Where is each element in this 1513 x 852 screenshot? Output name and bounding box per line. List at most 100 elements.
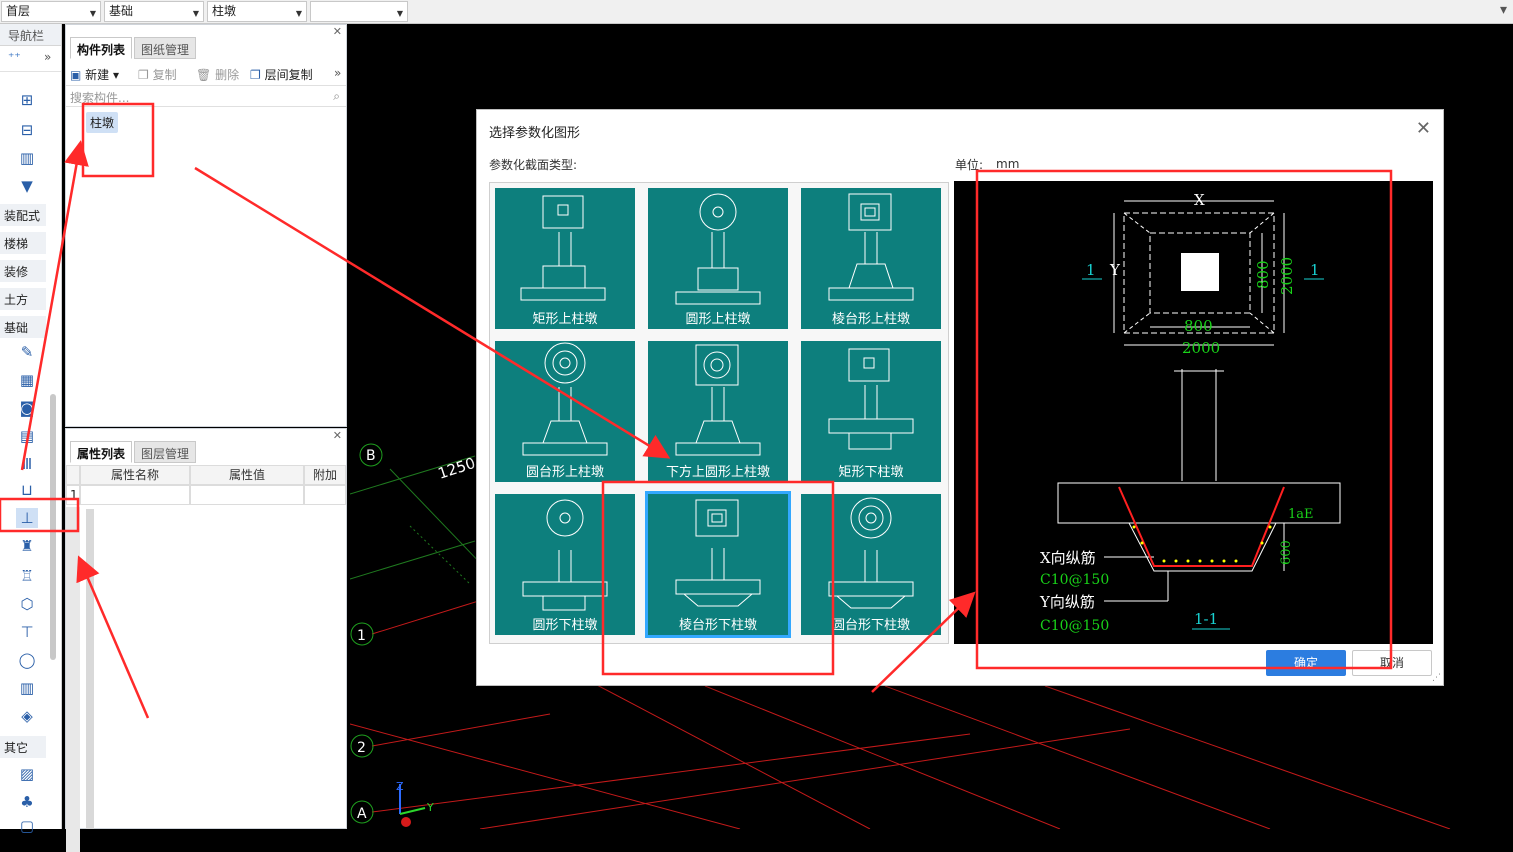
shape-tile-cone-up[interactable]: 圆台形上柱墩 [495,341,635,482]
frame-icon[interactable]: ▢ [19,817,35,835]
floor-copy-button-label: 层间复制 [264,68,313,82]
pile-icon[interactable]: Ⅲ [21,455,33,473]
pit-icon[interactable]: ⊔ [21,481,33,499]
nav-section-foundation-label: 基础 [4,321,29,335]
floor-select[interactable]: 首层▼ [1,1,101,22]
nav-section-stairs-label: 楼梯 [4,237,29,251]
shape-tile-circle-up[interactable]: 圆形上柱墩 [648,188,788,329]
shape-tile-rect-up[interactable]: 矩形上柱墩 [495,188,635,329]
table-cell[interactable] [190,485,304,505]
column-icon[interactable]: ⊞ [20,91,34,109]
expand-icon[interactable]: ⁺⁺ [8,50,21,64]
cancel-button[interactable]: 取消 [1352,650,1432,676]
search-icon[interactable]: ⌕ [333,89,340,103]
column-pier-icon[interactable]: ⊥ [16,508,38,528]
plant-icon[interactable]: ♣ [20,793,34,811]
property-scrollbar[interactable] [86,509,94,829]
list-item[interactable]: 柱墩 [86,112,119,133]
nav-header-label: 导航栏 [8,29,45,43]
depth-label: 600 [1279,540,1294,565]
pile-cap-icon[interactable]: ◙ [19,399,35,417]
close-icon[interactable]: ✕ [332,429,342,442]
search-input[interactable]: 搜索构件... ⌕ [66,87,346,107]
pedestal-alt-icon[interactable]: ♖ [20,567,34,585]
funnel-icon[interactable]: ▼ [21,177,33,195]
tab-drawing-manage[interactable]: 图纸管理 [134,37,196,59]
resize-grip-icon[interactable]: ⋰ [1432,673,1441,683]
shape-tile-caption: 棱台形上柱墩 [831,312,910,327]
axis-z-label: Z [396,780,404,793]
dim-800-vertical: 800 [1254,260,1272,289]
fence-icon[interactable]: ▥ [19,679,35,697]
cylinder-icon[interactable]: ◯ [18,651,36,669]
copy-button[interactable]: ❐ 复制 [138,66,177,83]
axis-label-b: B [366,448,376,464]
new-button-label: 新建 [85,68,110,82]
nav-section-stairs[interactable]: 楼梯 [0,232,46,254]
column-header-label: 附加 [312,468,337,482]
circle-up-icon [675,193,761,305]
axis-label-1: 1 [357,628,366,644]
wall-icon[interactable]: ▥ [19,149,35,167]
row-gutter [66,507,80,852]
new-button[interactable]: ▣ 新建 ▾ [70,68,120,82]
shape-tile-caption: 矩形上柱墩 [532,312,598,327]
delete-button[interactable]: 🗑 删除 [196,66,239,83]
shape-tile-rect-down[interactable]: 矩形下柱墩 [801,341,941,482]
nav-section-foundation[interactable]: 基础 [0,316,46,338]
column-header: 附加 [304,465,346,485]
dim-2000-vertical: 2000 [1278,257,1296,295]
ok-button[interactable]: 确定 [1266,650,1346,676]
component-toolbar: ▣ 新建 ▾ ❐ 复制 🗑 删除 ❐ 层间复制 » [66,62,346,86]
component-list-panel: ✕ 构件列表 图纸管理 ▣ 新建 ▾ ❐ 复制 🗑 删除 ❐ 层间复制 » 搜索… [65,24,347,427]
nav-section-earthwork-label: 土方 [4,293,29,307]
dialog-title: 选择参数化图形 [489,126,581,141]
nav-section-other[interactable]: 其它 [0,736,46,758]
more-icon[interactable]: » [334,66,342,80]
column-cap-icon[interactable]: ⊟ [20,121,34,139]
close-icon[interactable]: ✕ [332,25,342,38]
table-cell[interactable] [80,485,190,505]
column-header-label: 属性名称 [110,468,159,482]
navigation-bar: 导航栏 ⁺⁺ » ⊞ ⊟ ▥ ▼ 装配式 楼梯 装修 土方 基础 ✎ ▦ ◙ ▤… [0,24,62,835]
row-index: 1 [66,485,80,505]
close-icon[interactable]: ✕ [1415,118,1431,139]
tab-property-list[interactable]: 属性列表 [70,441,132,463]
x-bar-label: X向纵筋 [1040,549,1096,567]
section-type-label: 参数化截面类型: [489,158,578,172]
cube-icon[interactable]: ⬡ [20,595,34,613]
unit-value: mm [996,157,1020,171]
nav-scrollbar[interactable] [50,394,56,660]
table-cell[interactable] [304,485,346,505]
tab-layer-manage[interactable]: 图层管理 [134,441,196,463]
type-select[interactable]: 柱墩▼ [207,1,307,22]
shape-tile-sq-circle-up[interactable]: 下方上圆形上柱墩 [648,341,788,482]
dim-800-horizontal: 800 [1184,317,1213,335]
box-icon[interactable]: ◈ [21,707,33,725]
floor-copy-button[interactable]: ❐ 层间复制 [250,66,313,83]
shape-tile-cone-down[interactable]: 圆台形下柱墩 [801,494,941,635]
strip-icon[interactable]: ▤ [19,427,35,445]
pencil-icon[interactable]: ✎ [20,343,34,361]
pin-icon[interactable]: ▾ [1499,2,1507,18]
nav-section-earthwork[interactable]: 土方 [0,288,46,310]
nav-section-prefab[interactable]: 装配式 [0,204,46,226]
pedestal-icon[interactable]: ♜ [20,537,34,555]
shape-tile-circle-down[interactable]: 圆形下柱墩 [495,494,635,635]
category-select[interactable]: 基础▼ [104,1,204,22]
preview-drawing: X Y 800 2000 800 2000 1 1 1aE 600 X向纵筋 C… [1039,191,1341,634]
grid-icon[interactable]: ▦ [19,371,35,389]
shape-tile-frustum-down[interactable]: 棱台形下柱墩 [645,491,791,638]
shape-tile-frustum-up[interactable]: 棱台形上柱墩 [801,188,941,329]
tab-component-list[interactable]: 构件列表 [70,37,132,59]
component-select[interactable]: ▼ [310,1,408,22]
nav-section-other-label: 其它 [4,741,29,755]
nav-section-decoration[interactable]: 装修 [0,260,46,282]
hatch-icon[interactable]: ▨ [19,765,35,783]
chevron-down-icon: ▼ [89,9,96,18]
column-header: 属性值 [190,465,304,485]
section-mark-right: 1 [1310,261,1320,279]
more-icon[interactable]: » [44,50,52,64]
anchor-icon[interactable]: ⊤ [20,623,34,641]
nav-header: 导航栏 [0,24,61,46]
